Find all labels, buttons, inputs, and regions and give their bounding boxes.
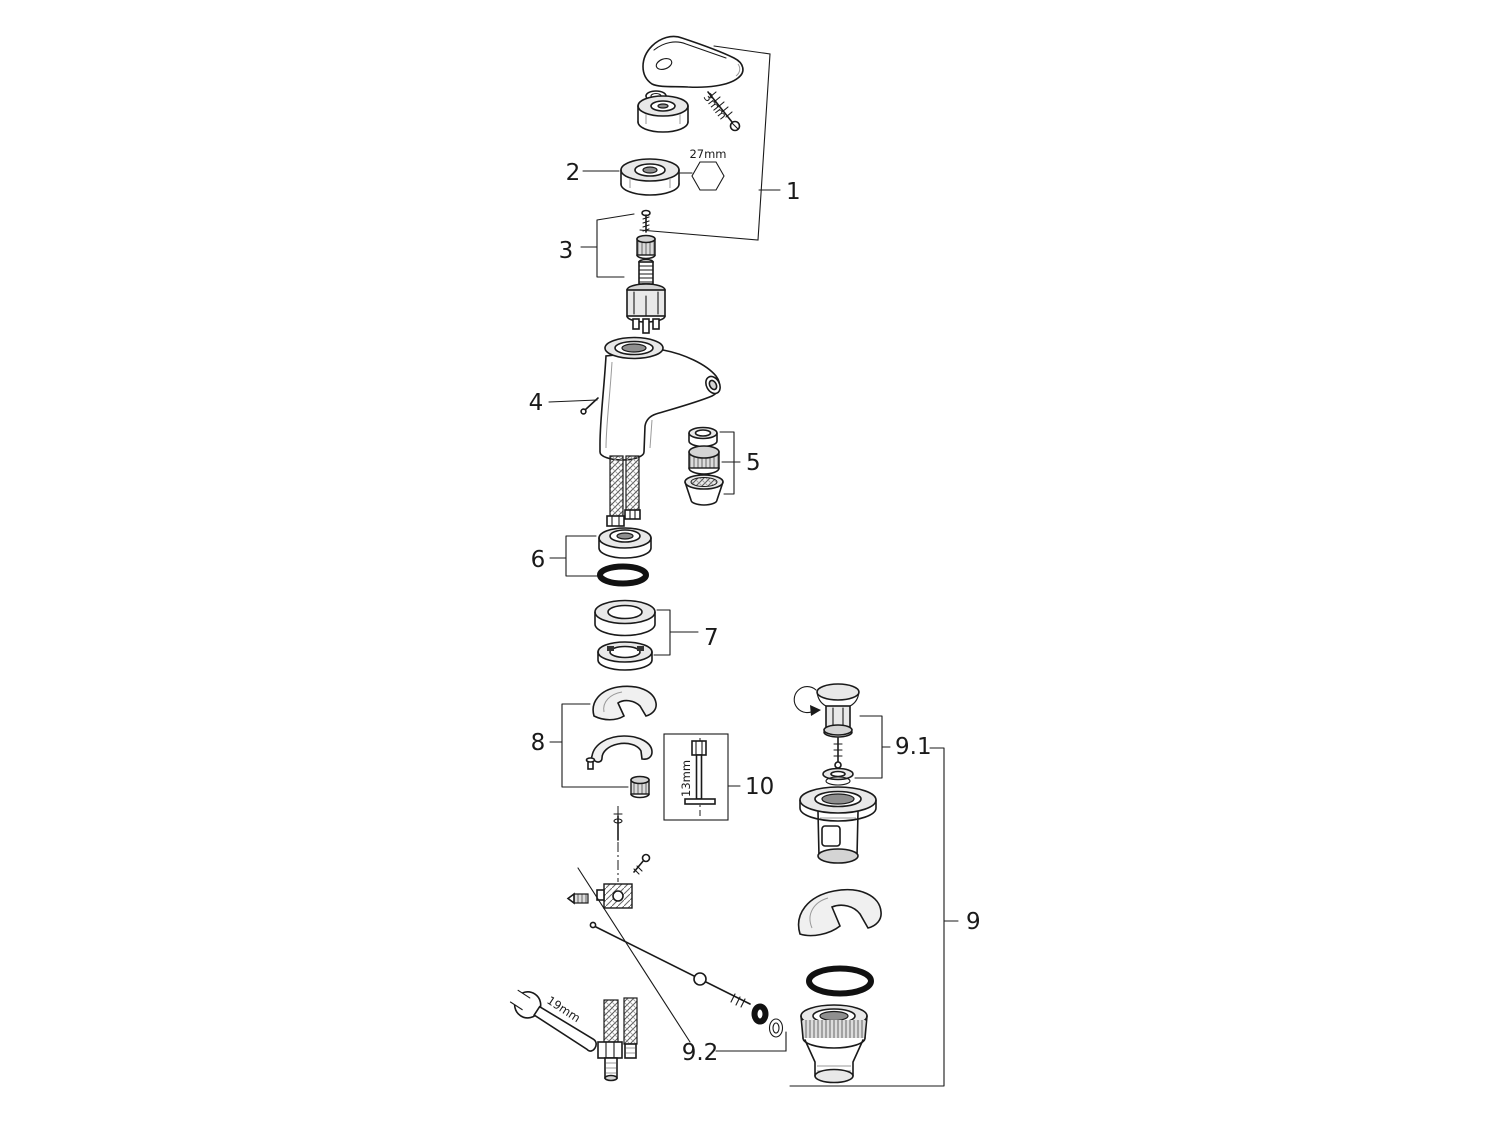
callout-2-label: 2 [566, 160, 581, 186]
callout-9-1-label: 9.1 [895, 734, 932, 760]
part-base-ring [598, 527, 652, 559]
callout-10: 10 [727, 774, 774, 800]
part-aerator-stack [684, 426, 724, 506]
callout-bracket-1: 1 [639, 45, 801, 241]
part-cartridge-cap [637, 95, 689, 133]
part-rod-joint-block [566, 853, 651, 909]
callout-4-label: 4 [529, 390, 544, 416]
callout-5-label: 5 [746, 450, 761, 476]
part-drain-flange [799, 786, 877, 864]
part-cartridge [626, 258, 666, 334]
part-drain-o-ring [806, 965, 874, 997]
callout-bracket-6: 6 [531, 535, 598, 577]
part-cap-ring [620, 158, 680, 196]
hex-key-size-27mm: 27mm [679, 147, 727, 191]
callout-4: 4 [529, 390, 598, 416]
measurement-27mm: 27mm [689, 147, 726, 161]
measurement-3mm: 3mm [701, 90, 730, 122]
part-small-nut [630, 775, 650, 799]
part-washer-ring-lower [597, 641, 653, 671]
callout-9-2-label: 9.2 [682, 1040, 719, 1066]
callout-1: 1 [786, 179, 801, 205]
part-popup-knob [793, 683, 860, 786]
part-rod-pin [613, 806, 623, 882]
callout-10-label: 10 [745, 774, 774, 800]
callout-bracket-7: 7 [653, 609, 719, 656]
part-popup-rod [589, 921, 784, 1038]
callout-bracket-8: 8 [531, 703, 629, 788]
callout-8-label: 8 [531, 730, 546, 756]
callout-6-label: 6 [531, 547, 546, 573]
callout-9-label: 9 [966, 909, 981, 935]
part-drain-clamp-wedge [797, 888, 882, 937]
callout-3-label: 3 [559, 238, 574, 264]
part-cartridge-screw [641, 209, 651, 233]
callout-bracket-9-1: 9.1 [854, 715, 932, 779]
callout-2: 2 [566, 160, 620, 186]
part-clamp-wedge [592, 685, 657, 721]
part-service-tool: 13mm [663, 733, 729, 821]
callout-7-label: 7 [704, 625, 719, 651]
part-c-clamp [585, 735, 653, 770]
measurement-13mm: 13mm [679, 760, 693, 797]
callout-bracket-5: 5 [719, 431, 761, 495]
part-washer-ring-upper [594, 599, 656, 637]
callout-bracket-9: 9 [789, 747, 981, 1087]
part-lever-handle [642, 35, 744, 102]
callout-bracket-3: 3 [559, 213, 635, 278]
part-drain-body-lower [800, 1004, 868, 1084]
part-supply-hoses [597, 997, 638, 1082]
callout-bracket-9-2: 9.2 [577, 867, 787, 1066]
part-handle-screw: 3mm [701, 90, 741, 132]
part-threaded-shank-hoses [606, 455, 641, 527]
part-faucet-body [580, 336, 721, 461]
part-knurled-nut [636, 234, 656, 260]
part-base-o-ring [597, 563, 649, 587]
tool-open-end-wrench: 19mm [508, 989, 597, 1052]
